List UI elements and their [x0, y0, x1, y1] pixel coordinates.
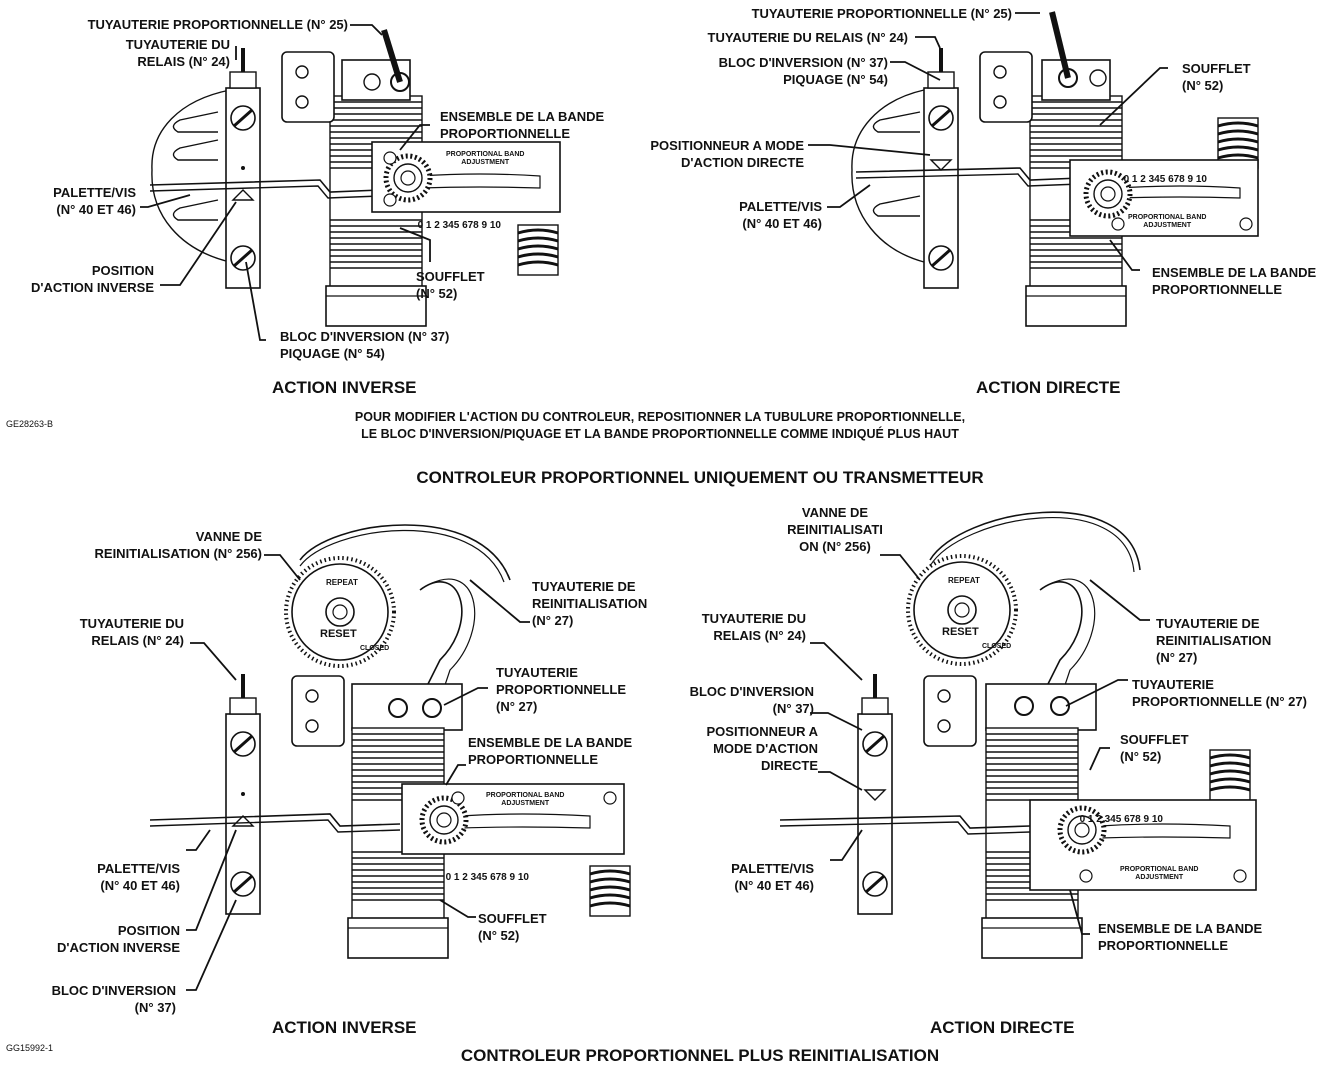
scale-1: 1 — [425, 220, 432, 231]
scale-678: 678 — [1168, 174, 1185, 185]
label-bellows-br: SOUFFLET (N° 52) — [1120, 732, 1189, 764]
band-adjustment-text-tl: PROPORTIONAL BAND ADJUSTMENT — [446, 151, 525, 166]
scale-678: 678 — [1124, 814, 1141, 825]
scale-10: 10 — [489, 220, 501, 231]
label-relay-tubing-bl: TUYAUTERIE DU RELAIS (N° 24) — [79, 616, 184, 648]
scale-345: 345 — [470, 872, 488, 883]
label-direct-positioner-br: POSITIONNEUR A MODE D'ACTION DIRECTE — [706, 724, 818, 773]
scale-10: 10 — [517, 872, 529, 883]
scale-345: 345 — [1104, 814, 1122, 825]
scale-9: 9 — [1143, 814, 1150, 825]
dial-scale-tr: 0 1 2 345 678 9 10 — [1118, 162, 1207, 186]
proportional-band-plate-bottom-right — [1029, 799, 1257, 891]
mechanism-top-right — [851, 11, 1260, 327]
label-bellows-bl: SOUFFLET (N° 52) — [478, 911, 547, 943]
reset-text-bl: RESET — [320, 628, 357, 640]
label-reset-valve-bl: VANNE DE REINITIALISATION (N° 256) — [94, 529, 262, 561]
scale-2: 2 — [434, 220, 440, 231]
dial-scale-br: 0 1 2 345 678 9 10 — [1074, 802, 1163, 826]
scale-678: 678 — [490, 872, 507, 883]
label-reset-tubing-bl: TUYAUTERIE DE REINITIALISATION (N° 27) — [532, 579, 648, 628]
scale-678: 678 — [462, 220, 479, 231]
repeat-text-br: REPEAT — [948, 576, 980, 585]
label-reverse-position-tl: POSITION D'ACTION INVERSE — [31, 263, 154, 295]
band-adjustment-text-tr: PROPORTIONAL BAND ADJUSTMENT — [1128, 214, 1207, 229]
action-title-tl: ACTION INVERSE — [272, 378, 417, 397]
mechanism-bottom-left — [149, 524, 632, 959]
scale-2: 2 — [1140, 174, 1146, 185]
label-relay-tubing-tr: TUYAUTERIE DU RELAIS (N° 24) — [707, 30, 908, 45]
scale-1: 1 — [453, 872, 460, 883]
label-band-assembly-bl: ENSEMBLE DE LA BANDE PROPORTIONNELLE — [468, 735, 633, 767]
scale-10: 10 — [1195, 174, 1207, 185]
proportional-band-plate-bottom-left — [401, 783, 625, 855]
scale-0: 0 — [1079, 814, 1086, 825]
closed-text-br: CLOSED — [982, 643, 1012, 650]
label-reversing-block-tr: BLOC D'INVERSION (N° 37) PIQUAGE (N° 54) — [718, 55, 888, 87]
scale-10: 10 — [1151, 814, 1163, 825]
label-reversing-block-bl: BLOC D'INVERSION (N° 37) — [51, 983, 176, 1015]
scale-0: 0 — [417, 220, 424, 231]
reset-dial-bottom-right — [906, 554, 1018, 666]
label-band-assembly-br: ENSEMBLE DE LA BANDE PROPORTIONNELLE — [1098, 921, 1263, 953]
label-proportional-tubing-tr: TUYAUTERIE PROPORTIONNELLE (N° 25) — [751, 6, 1012, 21]
scale-345: 345 — [442, 220, 460, 231]
label-flapper-screw-br: PALETTE/VIS (N° 40 ET 46) — [731, 861, 814, 893]
label-relay-tubing-br: TUYAUTERIE DU RELAIS (N° 24) — [701, 611, 806, 643]
top-note: POUR MODIFIER L'ACTION DU CONTROLEUR, RE… — [354, 410, 966, 441]
leader-lines — [140, 12, 1168, 991]
section-title-top: CONTROLEUR PROPORTIONNEL UNIQUEMENT OU T… — [416, 468, 984, 487]
label-reverse-position-bl: POSITION D'ACTION INVERSE — [57, 923, 180, 955]
section-title-bottom: CONTROLEUR PROPORTIONNEL PLUS REINITIALI… — [460, 1046, 940, 1065]
label-direct-positioner-tr: POSITIONNEUR A MODE D'ACTION DIRECTE — [650, 138, 804, 170]
reset-dial-bottom-left — [284, 556, 396, 668]
scale-2: 2 — [462, 872, 468, 883]
repeat-text-bl: REPEAT — [326, 578, 358, 587]
closed-text-bl: CLOSED — [360, 645, 390, 652]
label-bellows-tl: SOUFFLET (N° 52) — [416, 269, 485, 301]
label-flapper-screw-bl: PALETTE/VIS (N° 40 ET 46) — [97, 861, 180, 893]
scale-1: 1 — [1087, 814, 1094, 825]
scale-1: 1 — [1131, 174, 1138, 185]
label-reset-valve-br: VANNE DE REINITIALISATI ON (N° 256) — [787, 505, 883, 554]
label-reversing-block-tl: BLOC D'INVERSION (N° 37) PIQUAGE (N° 54) — [280, 329, 450, 361]
label-bellows-tr: SOUFFLET (N° 52) — [1182, 61, 1251, 93]
label-band-assembly-tr: ENSEMBLE DE LA BANDE PROPORTIONNELLE — [1152, 265, 1317, 297]
scale-9: 9 — [481, 220, 488, 231]
label-flapper-screw-tl: PALETTE/VIS (N° 40 ET 46) — [53, 185, 136, 217]
scale-2: 2 — [1096, 814, 1102, 825]
reset-text-br: RESET — [942, 626, 979, 638]
mechanism-bottom-right — [779, 511, 1257, 959]
action-title-bl: ACTION INVERSE — [272, 1018, 417, 1037]
dial-scale-tl: 0 1 2 345 678 9 10 — [412, 208, 501, 232]
proportional-band-plate-top-left — [371, 141, 561, 213]
mechanism-top-left — [149, 29, 561, 327]
label-proportional-tubing-br: TUYAUTERIE PROPORTIONNELLE (N° 27) — [1132, 677, 1307, 709]
action-title-br: ACTION DIRECTE — [930, 1018, 1075, 1037]
figure-id-bottom: GG15992-1 — [6, 1043, 54, 1053]
scale-0: 0 — [1123, 174, 1130, 185]
label-reset-tubing-br: TUYAUTERIE DE REINITIALISATION (N° 27) — [1156, 616, 1272, 665]
label-flapper-screw-tr: PALETTE/VIS (N° 40 ET 46) — [739, 199, 822, 231]
label-reversing-block-br: BLOC D'INVERSION (N° 37) — [689, 684, 814, 716]
label-relay-tubing-tl: TUYAUTERIE DU RELAIS (N° 24) — [125, 37, 230, 69]
proportional-band-plate-top-right — [1069, 159, 1259, 237]
action-title-tr: ACTION DIRECTE — [976, 378, 1121, 397]
scale-0: 0 — [445, 872, 452, 883]
label-proportional-tubing-bl: TUYAUTERIE PROPORTIONNELLE (N° 27) — [496, 665, 627, 714]
scale-9: 9 — [509, 872, 516, 883]
scale-9: 9 — [1187, 174, 1194, 185]
band-adjustment-text-br: PROPORTIONAL BAND ADJUSTMENT — [1120, 866, 1199, 881]
figure-id-top: GE28263-B — [6, 419, 54, 429]
label-proportional-tubing-tl: TUYAUTERIE PROPORTIONNELLE (N° 25) — [87, 17, 348, 32]
label-band-assembly-tl: ENSEMBLE DE LA BANDE PROPORTIONNELLE — [440, 109, 605, 141]
dial-scale-bl: 0 1 2 345 678 9 10 — [440, 860, 529, 884]
scale-345: 345 — [1148, 174, 1166, 185]
band-adjustment-text-bl: PROPORTIONAL BAND ADJUSTMENT — [486, 792, 565, 807]
